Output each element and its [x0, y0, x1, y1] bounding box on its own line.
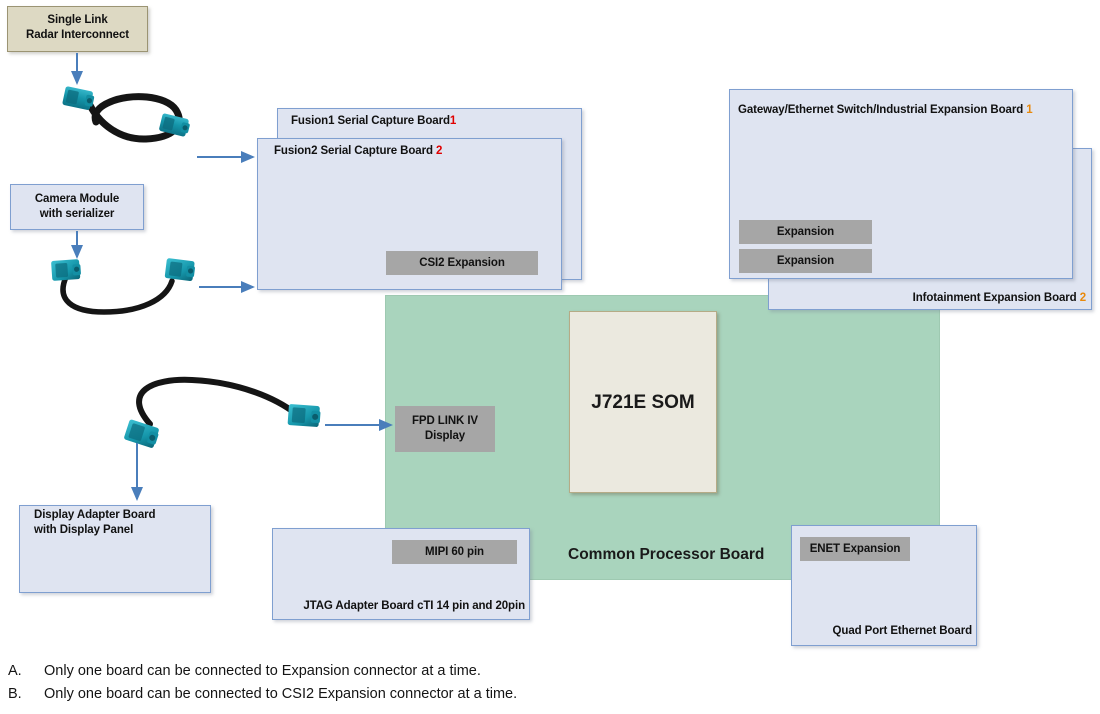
camera-label-line2: with serializer	[39, 207, 115, 220]
fakra-connector-camera-a	[51, 259, 81, 281]
gateway-expansion-1-label: Expansion	[776, 225, 835, 238]
csi2-expansion-connector[interactable]: CSI2 Expansion	[386, 251, 538, 275]
mipi-60-pin-connector[interactable]: MIPI 60 pin	[392, 540, 517, 564]
footnote-text: Only one board can be connected to Expan…	[44, 663, 481, 679]
common-processor-board-label: Common Processor Board	[568, 546, 765, 563]
gateway-label: Gateway/Ethernet Switch/Industrial Expan…	[738, 103, 1068, 118]
fakra-connector-radar-a	[62, 86, 95, 110]
fusion2-marker: 2	[435, 145, 443, 157]
footnote-key: A.	[8, 663, 22, 679]
footnote-text: Only one board can be connected to CSI2 …	[44, 686, 518, 703]
camera-coax-cable	[60, 274, 175, 315]
footnote-row: A. Only one board can be connected to Ex…	[8, 660, 1008, 683]
gateway-ethernet-industrial-expansion-board[interactable]	[729, 89, 1073, 279]
display-adapter-board[interactable]	[19, 505, 211, 593]
gateway-expansion-2-label: Expansion	[776, 254, 835, 267]
fpd-link-iv-display-connector[interactable]: FPD LINK IV Display	[395, 406, 495, 452]
radar-label-line1: Single Link	[47, 14, 108, 26]
j721e-som[interactable]	[569, 311, 717, 493]
camera-module-box[interactable]	[10, 184, 144, 230]
enet-expansion-label: ENET Expansion	[809, 542, 901, 555]
fakra-connector-display-b	[287, 404, 321, 427]
display-coax-cable	[136, 376, 299, 427]
fusion1-marker: 1	[449, 115, 457, 127]
single-link-radar-interconnect-box[interactable]	[7, 6, 148, 52]
gateway-expansion-connector-2[interactable]: Expansion	[739, 249, 872, 273]
infotainment-label: Infotainment Expansion Board 2	[768, 291, 1086, 306]
gateway-marker: 1	[1026, 104, 1033, 116]
footnotes: A. Only one board can be connected to Ex…	[8, 660, 1008, 707]
jtag-adapter-label: JTAG Adapter Board cTI 14 pin and 20pin	[303, 600, 525, 612]
display-adapter-label: Display Adapter Board with Display Panel	[34, 508, 209, 537]
j721e-som-label: J721E SOM	[591, 392, 695, 413]
single-link-radar-interconnect-label: Single Link Radar Interconnect	[7, 13, 148, 42]
footnote-row: B. Only one board can be connected to CS…	[8, 683, 1008, 706]
camera-label-line1: Camera Module	[34, 193, 120, 205]
fakra-connector-display-a	[124, 419, 159, 448]
enet-expansion-connector[interactable]: ENET Expansion	[800, 537, 910, 561]
display-adapter-line1: Display Adapter Board	[34, 509, 156, 521]
radar-label-line2: Radar Interconnect	[25, 28, 129, 41]
fusion2-label: Fusion2 Serial Capture Board 2	[274, 144, 564, 159]
gateway-expansion-connector-1[interactable]: Expansion	[739, 220, 872, 244]
infotainment-marker: 2	[1079, 292, 1086, 304]
footnote-key: B.	[8, 686, 22, 703]
fusion1-label: Fusion1 Serial Capture Board1	[291, 114, 581, 129]
csi2-expansion-label: CSI2 Expansion	[419, 256, 505, 269]
fakra-connector-camera-b	[164, 258, 195, 281]
fpd-link-label-line2: Display	[424, 430, 466, 442]
fakra-connector-radar-b	[159, 113, 190, 137]
radar-coax-cable	[84, 93, 183, 143]
quad-port-ethernet-label: Quad Port Ethernet Board	[832, 625, 973, 637]
camera-module-label: Camera Module with serializer	[10, 192, 144, 221]
infotainment-label-text: Infotainment Expansion Board	[912, 292, 1077, 304]
fusion1-label-text: Fusion1 Serial Capture Board	[291, 115, 450, 127]
gateway-label-text: Gateway/Ethernet Switch/Industrial Expan…	[738, 104, 1024, 116]
fusion2-label-text: Fusion2 Serial Capture Board	[274, 145, 433, 157]
fpd-link-label-line1: FPD LINK IV	[412, 415, 478, 428]
display-adapter-line2: with Display Panel	[34, 523, 134, 536]
mipi-60-pin-label: MIPI 60 pin	[425, 545, 484, 558]
